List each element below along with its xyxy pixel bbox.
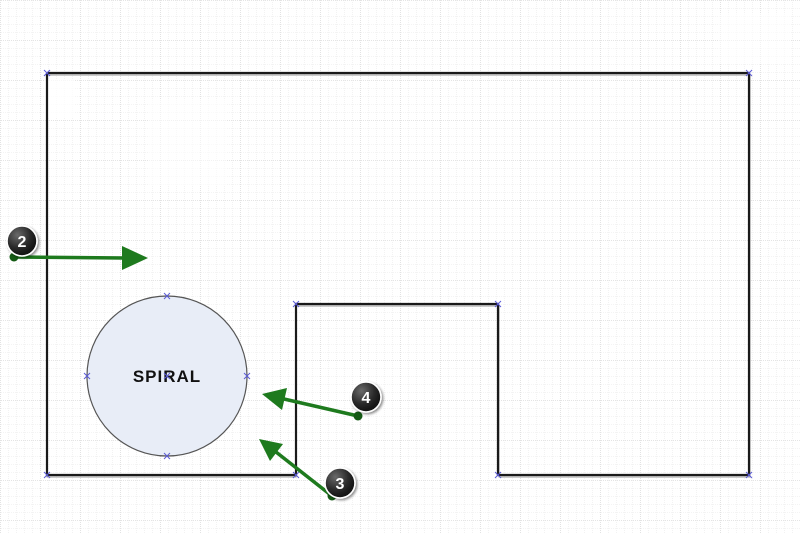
vertex-marker[interactable] (43, 471, 51, 479)
arrow-4[interactable] (262, 388, 363, 421)
vertex-marker[interactable] (292, 471, 300, 479)
vertex-marker[interactable] (494, 300, 502, 308)
marker-label: 3 (336, 476, 345, 493)
vertex-marker[interactable] (745, 471, 753, 479)
marker-badge-2[interactable]: 2 (6, 225, 38, 257)
grid-patch (718, 14, 790, 64)
marker-badge-4[interactable]: 4 (350, 381, 382, 413)
marker-badge-3[interactable]: 3 (324, 467, 356, 499)
vertex-marker[interactable] (292, 300, 300, 308)
spiral-fixture[interactable]: SPIRAL (83, 292, 251, 460)
wall-vertices (43, 69, 753, 479)
grid-patch (148, 100, 226, 186)
marker-label: 2 (18, 234, 27, 251)
vertex-marker[interactable] (745, 69, 753, 77)
circle-vertex-markers (83, 292, 251, 460)
vertex-marker[interactable] (494, 471, 502, 479)
marker-label: 4 (362, 390, 371, 407)
vertex-marker[interactable] (43, 69, 51, 77)
grid-patch (44, 80, 74, 118)
